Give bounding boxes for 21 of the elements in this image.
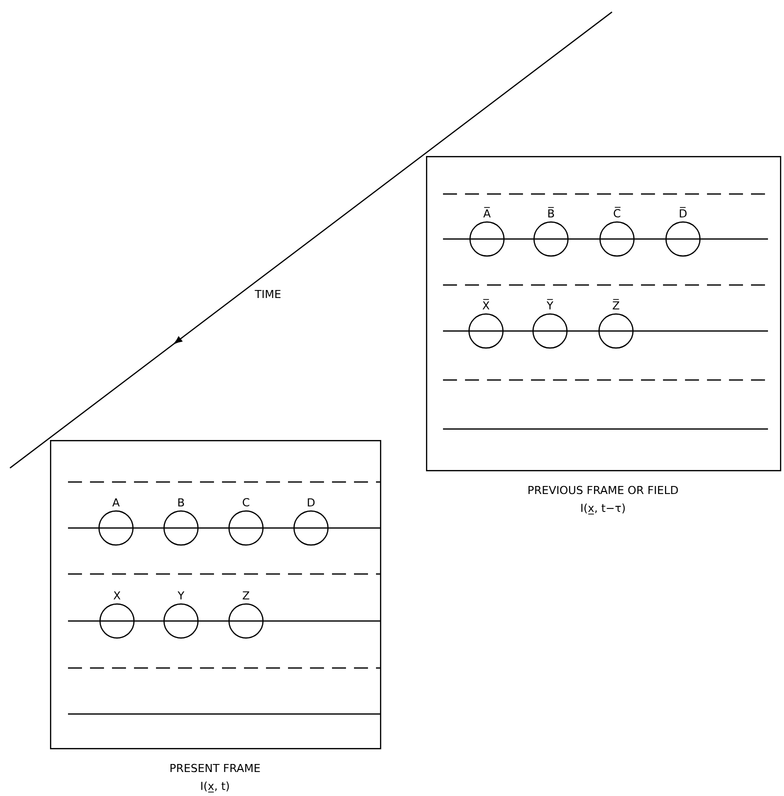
node-label: Y [178,591,184,600]
frame-box [426,156,782,472]
axis-label: TIME [254,290,280,298]
frame-caption: PRESENT FRAME [170,764,260,772]
node-label: B̅ [548,207,554,218]
node-label: B [178,498,184,506]
node-label: C [242,498,250,506]
node-label: D̅ [680,207,687,218]
node-label: Y̅ [546,299,554,310]
frame-caption: PREVIOUS FRAME OR FIELD [528,486,678,494]
frame-formula: I(x̲, t) [201,782,229,792]
node-label: A [112,498,120,506]
frame-formula: I(x̲, t−τ) [581,504,625,514]
node-label: Z [242,591,250,600]
node-label: A̅ [483,207,491,218]
node-label: Z̅ [612,299,620,310]
frame-box [50,440,382,750]
node-label: D [308,498,315,506]
node-label: X̅ [482,299,490,310]
node-label: C̅ [614,206,621,218]
node-label: X [114,591,120,600]
